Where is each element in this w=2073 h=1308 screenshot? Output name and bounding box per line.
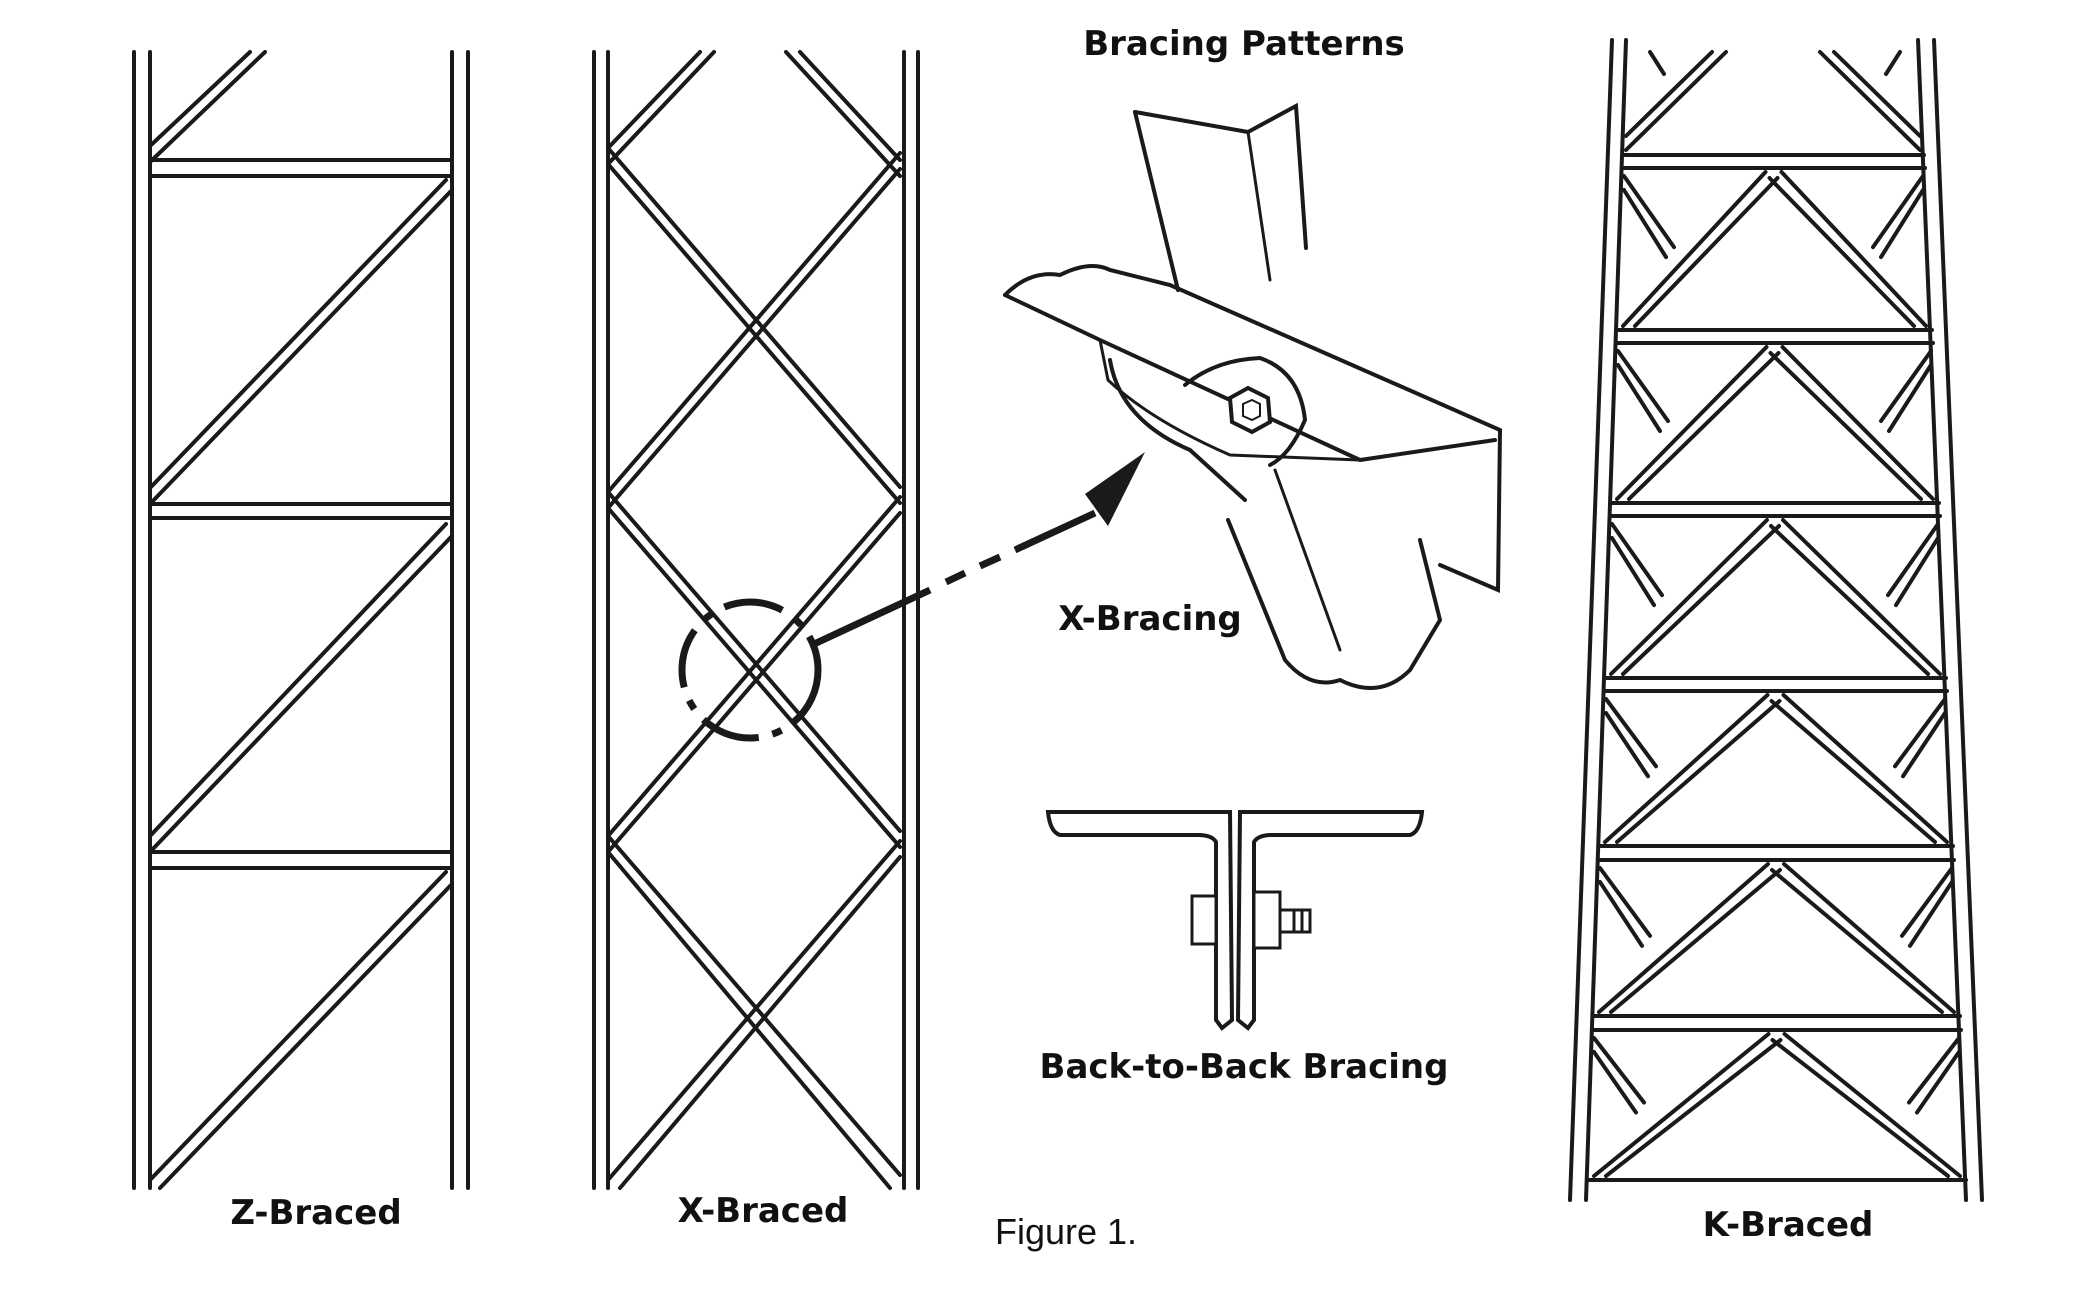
k-brace-member [1621, 170, 1768, 328]
k-brace-member [1770, 1038, 1950, 1178]
k-brace-member [1604, 711, 1650, 779]
k-braced-label: K-Braced [1703, 1205, 1874, 1245]
k-brace-member [1592, 1036, 1646, 1105]
k-brace-member [1871, 174, 1925, 250]
k-brace-member [1769, 699, 1937, 844]
x-bracing-label: X-Bracing [1058, 599, 1242, 639]
k-brace-member [1627, 351, 1781, 501]
k-brace-member [1900, 866, 1954, 938]
x-braced-label: X-Braced [678, 1191, 849, 1231]
k-brace-member [1886, 522, 1940, 598]
k-brace-member [1915, 1050, 1961, 1115]
k-brace-member [1782, 1032, 1962, 1178]
k-brace-member [1616, 349, 1670, 423]
k-brace-member [1908, 880, 1954, 948]
k-brace-member [1633, 176, 1780, 328]
k-brace-member [1603, 693, 1770, 844]
x-bracing-detail [1003, 102, 1503, 690]
k-brace-member [1782, 862, 1956, 1014]
k-brace-member [1615, 699, 1782, 844]
x-braced-tower [592, 50, 920, 1190]
z-braced-label: Z-Braced [230, 1193, 401, 1233]
arrow-head-icon [1085, 452, 1145, 526]
k-brace-member [1781, 693, 1949, 844]
k-brace-member [1887, 363, 1933, 433]
k-braced-tower [1568, 38, 1984, 1202]
k-brace-member [1768, 351, 1923, 501]
back-to-back-label: Back-to-Back Bracing [1040, 1047, 1449, 1087]
k-brace-member [1879, 349, 1933, 423]
k-brace-member [1894, 536, 1940, 608]
k-brace-member [1592, 1032, 1771, 1178]
k-brace-member [1610, 536, 1656, 608]
k-brace-member [1592, 1050, 1638, 1115]
k-brace-member [1616, 363, 1662, 433]
k-brace-member [1604, 697, 1658, 769]
k-brace-member [1615, 345, 1769, 501]
k-brace-member [1767, 176, 1916, 328]
k-brace-member [1901, 711, 1947, 779]
k-brace-member [1781, 518, 1942, 676]
k-brace-member [1780, 345, 1935, 501]
k-brace-member [1769, 524, 1930, 676]
detail-callout [678, 452, 1145, 742]
k-brace-member [1598, 880, 1644, 948]
z-braced-tower [132, 50, 470, 1190]
k-braced-panels [1592, 170, 1962, 1178]
k-brace-member [1604, 1038, 1783, 1178]
k-brace-member [1622, 188, 1668, 260]
k-brace-member [1879, 188, 1925, 260]
k-brace-member [1597, 862, 1770, 1014]
back-to-back-detail [1045, 810, 1425, 1031]
k-brace-member [1610, 522, 1664, 598]
k-brace-member [1779, 170, 1928, 328]
k-brace-member [1893, 697, 1947, 769]
k-brace-member [1609, 868, 1782, 1014]
k-brace-member [1609, 518, 1769, 676]
figure-caption: Figure 1. [995, 1211, 1137, 1252]
k-brace-member [1907, 1036, 1961, 1105]
k-brace-member [1621, 524, 1781, 676]
k-brace-member [1598, 866, 1652, 938]
k-brace-member [1770, 868, 1944, 1014]
diagram-title: Bracing Patterns [1083, 24, 1405, 64]
k-brace-member [1622, 174, 1676, 250]
